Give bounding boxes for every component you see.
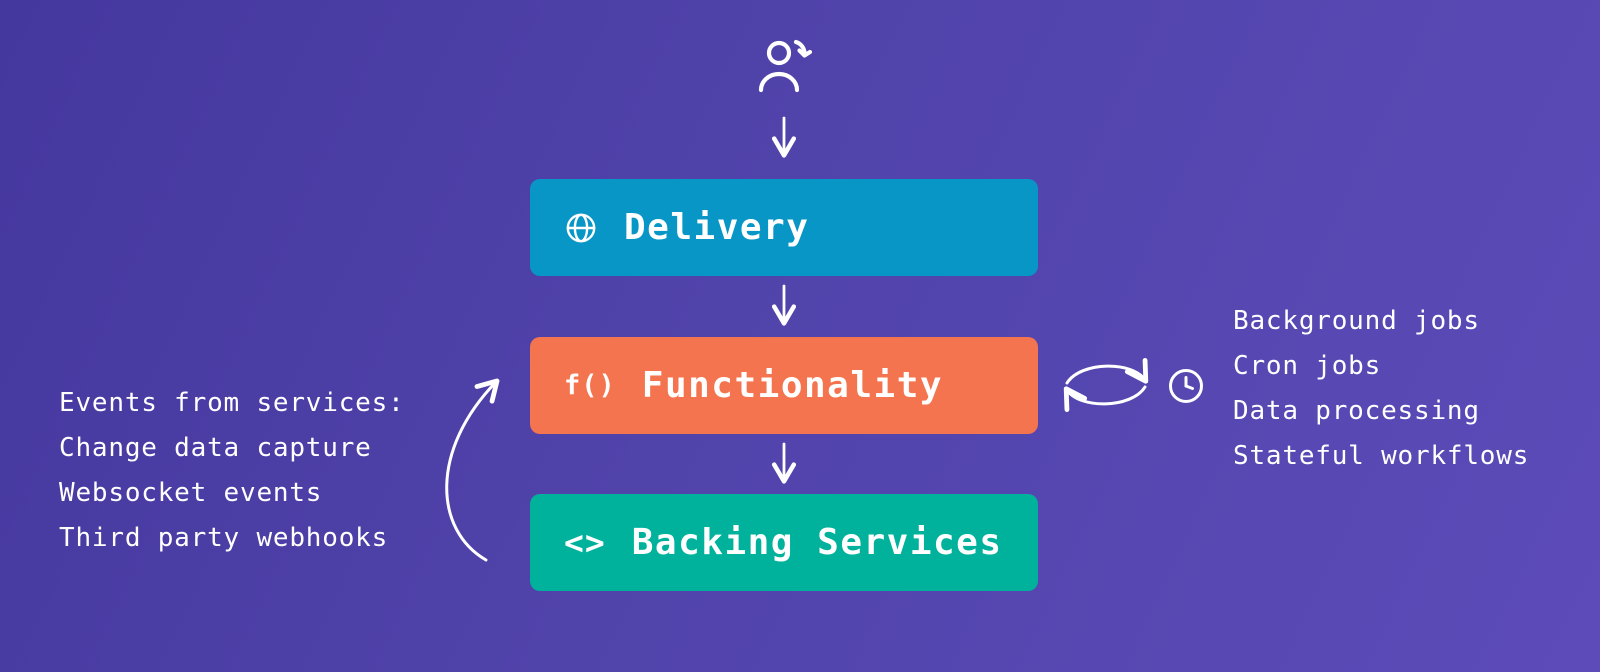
backing-services-box: <> Backing Services — [530, 494, 1038, 591]
annotation-line: Stateful workflows — [1233, 441, 1530, 471]
annotation-line: Data processing — [1233, 396, 1480, 426]
flow-arrow-delivery-to-functionality — [771, 284, 797, 326]
delivery-box: Delivery — [530, 179, 1038, 276]
functionality-label: Functionality — [641, 365, 944, 406]
annotation-line: Websocket events — [59, 478, 323, 508]
backing-services-label: Backing Services — [631, 522, 1003, 563]
annotation-line: Background jobs — [1233, 306, 1480, 336]
annotation-line: Events from services: — [59, 388, 405, 418]
annotation-line: Change data capture — [59, 433, 372, 463]
clock-icon — [1169, 369, 1203, 403]
events-curved-arrow — [445, 378, 500, 562]
events-annotation: Events from services: Change data captur… — [59, 381, 405, 561]
sync-arrows-icon — [1063, 358, 1149, 412]
flow-arrow-functionality-to-backing — [771, 442, 797, 484]
globe-icon — [566, 213, 596, 242]
functionality-box: f() Functionality — [530, 337, 1038, 434]
annotation-line: Cron jobs — [1233, 351, 1382, 381]
delivery-label: Delivery — [624, 207, 810, 248]
function-icon: f() — [564, 370, 616, 401]
code-brackets-icon: <> — [564, 523, 606, 562]
annotation-line: Third party webhooks — [59, 523, 389, 553]
jobs-annotation: Background jobs Cron jobs Data processin… — [1233, 299, 1529, 479]
flow-arrow-user-to-delivery — [771, 116, 797, 158]
user-icon — [758, 39, 813, 93]
